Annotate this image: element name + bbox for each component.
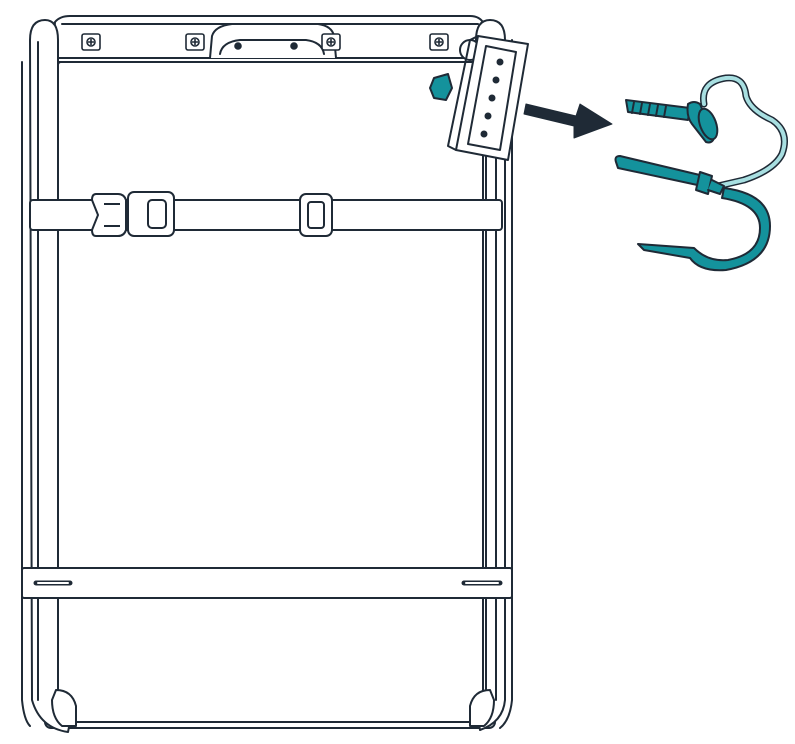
inner-panel [57, 61, 484, 723]
parts [614, 74, 788, 272]
buckle-female-window [147, 199, 167, 229]
handle-rivet-left [234, 42, 242, 50]
bracket-hole [480, 130, 488, 138]
handle-rivet-right [290, 42, 298, 50]
arrow-right-icon [523, 103, 613, 139]
screw-icon [625, 99, 719, 144]
pin-icon [614, 155, 725, 195]
top-screws [81, 33, 449, 51]
strap-slider-window [307, 201, 325, 229]
right-upright-edge [499, 39, 513, 729]
bracket-hole [492, 76, 500, 84]
teal-knob [429, 73, 453, 101]
lower-strap [21, 567, 513, 599]
screw-icon [185, 33, 205, 51]
bracket-hole [488, 94, 496, 102]
screw-icon [81, 33, 101, 51]
buckle-male-prong [104, 203, 120, 227]
bracket-edge-left [447, 35, 479, 151]
right-foot [469, 689, 495, 727]
frame [21, 15, 513, 733]
cable-icon [637, 187, 771, 272]
buckle-male [91, 193, 127, 237]
screw-icon [429, 33, 449, 51]
screw-icon [321, 33, 341, 51]
left-foot [51, 689, 77, 727]
left-upright-edge [21, 61, 31, 727]
hinge-bracket [429, 35, 529, 161]
bracket-hole [484, 112, 492, 120]
bracket-hole [496, 58, 504, 66]
upper-strap [29, 191, 503, 237]
cable-light-loop-fill [701, 75, 787, 188]
lower-strap-band [21, 567, 513, 599]
